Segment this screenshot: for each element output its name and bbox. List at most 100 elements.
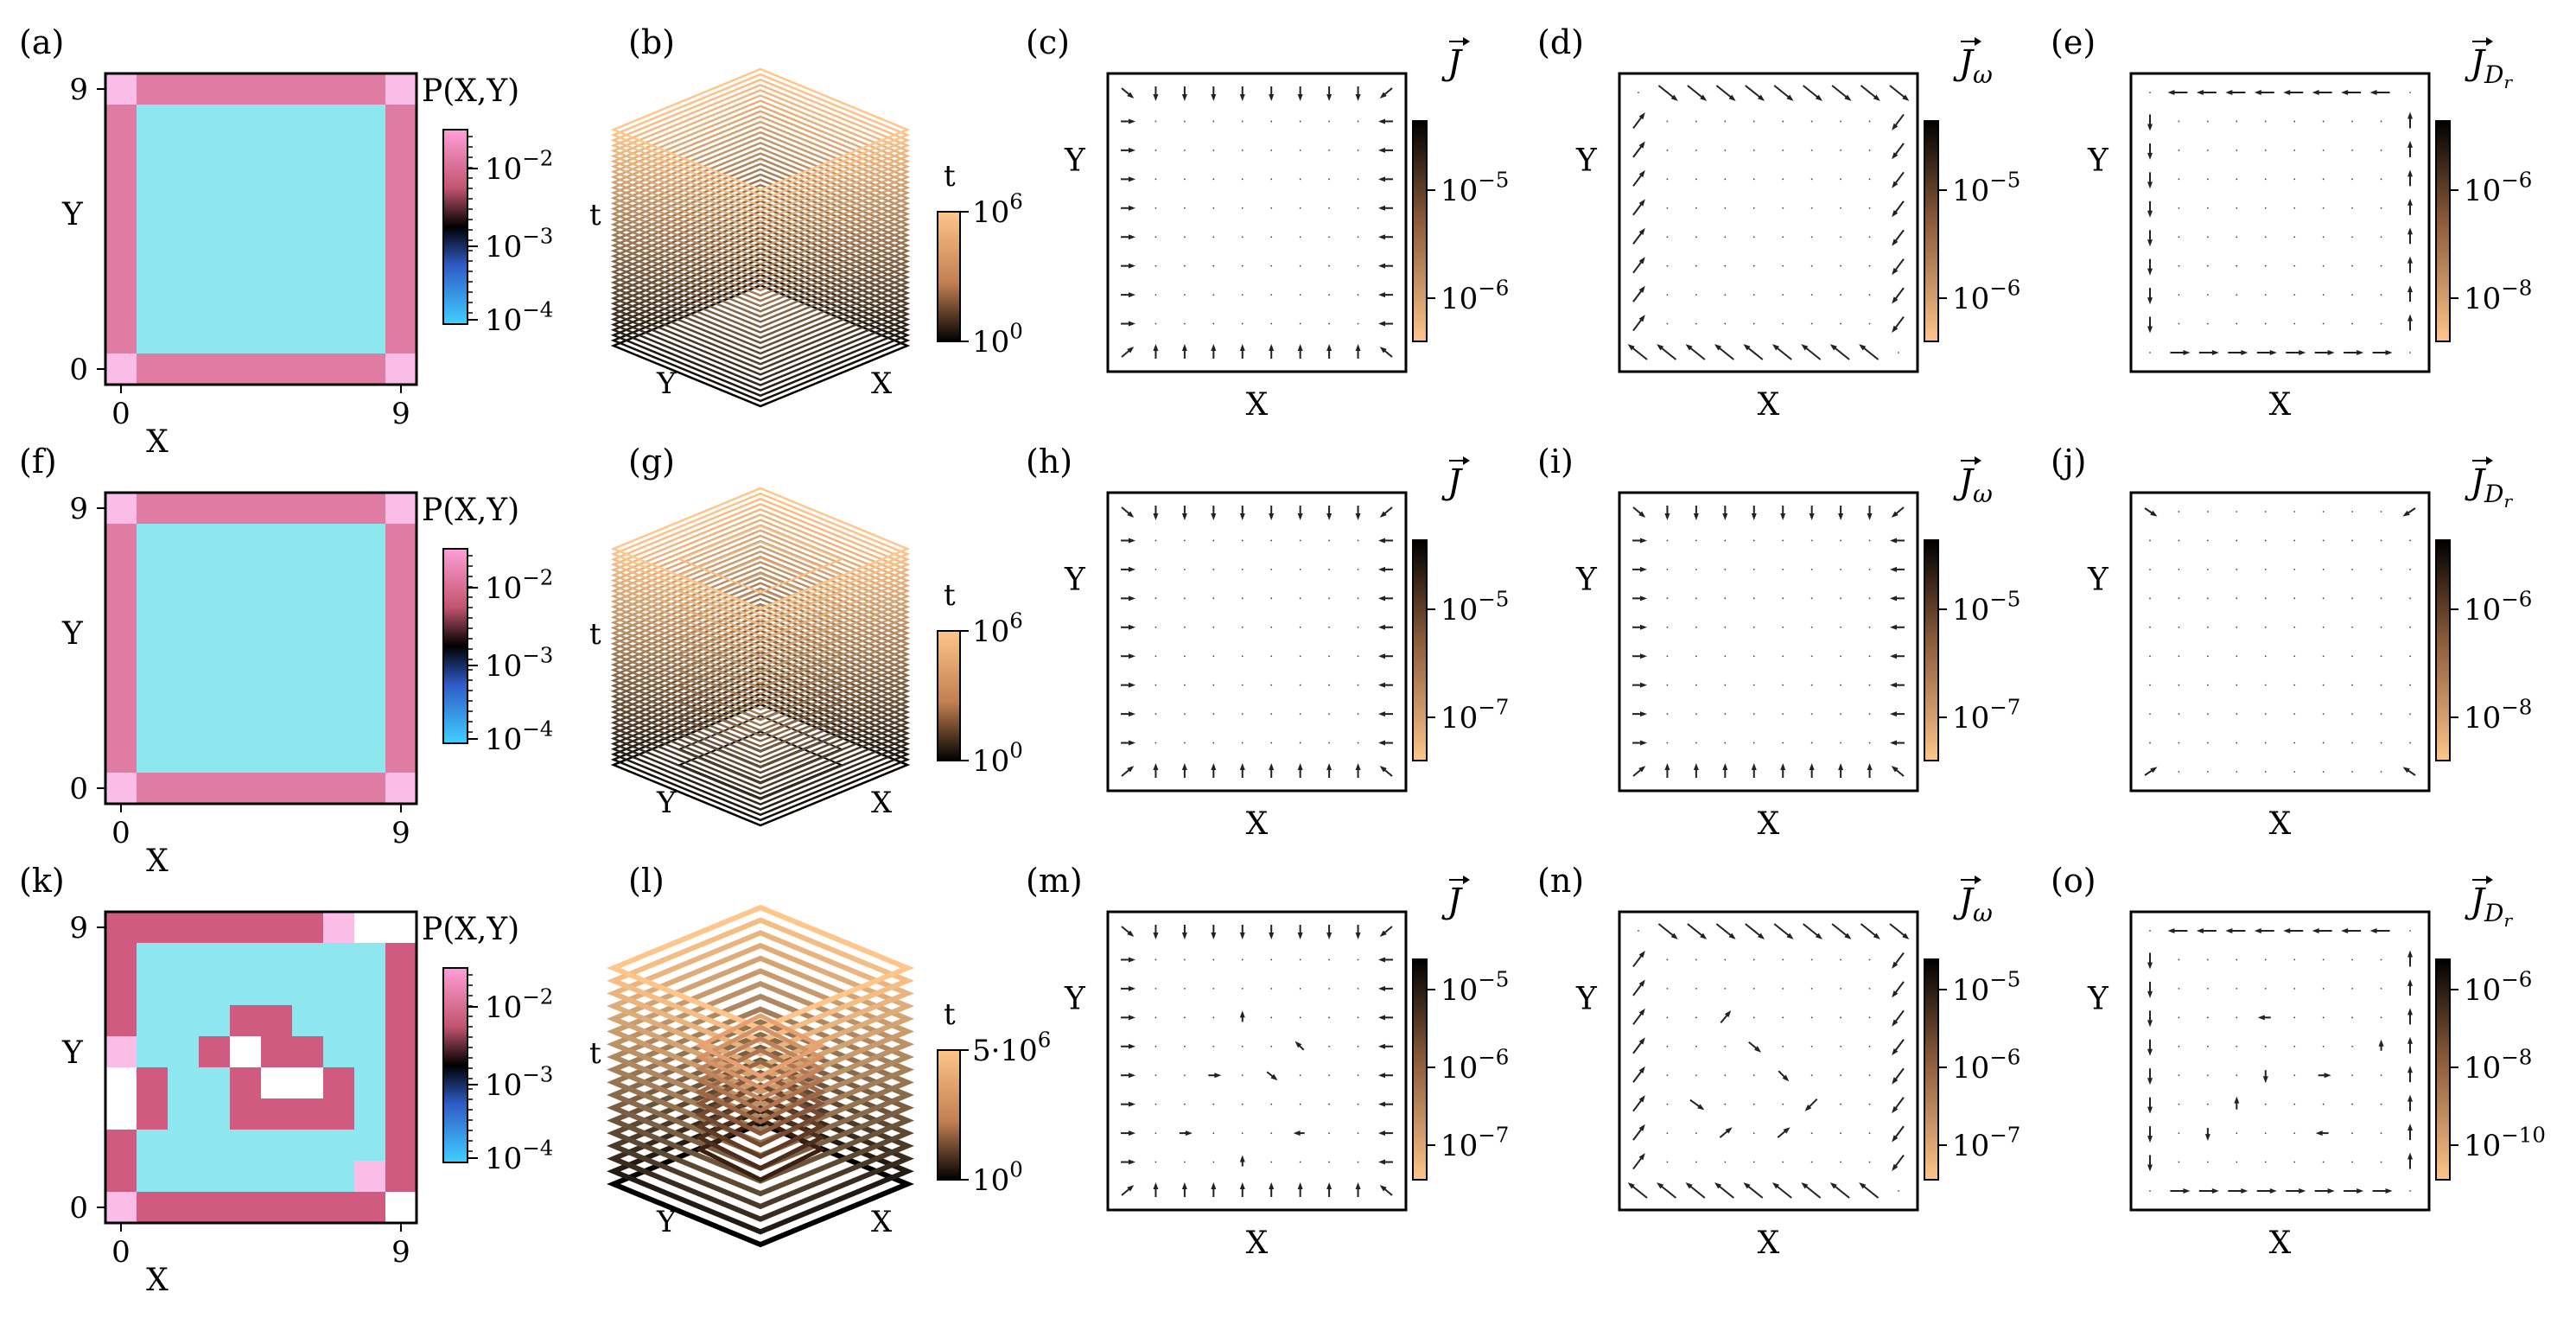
quiver-dot	[1666, 207, 1669, 209]
quiver-dot	[1840, 597, 1842, 600]
quiver-dot	[1724, 684, 1727, 686]
quiver-dot	[2178, 987, 2180, 990]
quiver-arrowhead	[2241, 350, 2248, 355]
quiver-dot	[2264, 568, 2267, 570]
quiver-dot	[2178, 149, 2180, 151]
heatmap-cell	[199, 742, 231, 774]
quiver-dot	[1868, 626, 1871, 628]
heatmap-cell	[137, 1161, 169, 1193]
quiver-dot	[1724, 742, 1727, 744]
quiver-dot	[1840, 1103, 1842, 1105]
quiver-arrowhead	[1181, 933, 1187, 939]
quiver-arrowhead	[2257, 1015, 2265, 1021]
heatmap-cell	[385, 912, 417, 944]
quiver-arrowhead	[1657, 1182, 1664, 1189]
quiver-arrowhead	[1728, 933, 1736, 939]
quiver-dot	[1212, 684, 1215, 686]
quiver-dot	[2322, 236, 2325, 239]
quiver-arrowhead	[1640, 566, 1647, 572]
quiver-arrowhead	[2407, 978, 2413, 986]
quiver-arrowhead	[1239, 763, 1245, 770]
quiver-dot	[1183, 987, 1186, 990]
vector-arrowhead-icon	[1463, 37, 1470, 46]
quiver-arrowhead	[2211, 350, 2219, 355]
quiver-dot	[2380, 626, 2382, 628]
quiver-dot	[2322, 294, 2325, 296]
trajectory-tower-layer	[695, 1013, 826, 1079]
heatmap-cell	[105, 1036, 137, 1068]
quiver-dot	[2206, 511, 2209, 513]
colorbar	[1412, 539, 1428, 761]
y-axis-label: Y	[656, 1205, 677, 1239]
trajectory-layer	[610, 534, 911, 659]
quiver-arrowhead	[1892, 1019, 1899, 1027]
trajectory-layer	[610, 183, 911, 308]
quiver-dot	[1695, 626, 1697, 628]
trajectory-layer	[610, 105, 911, 229]
quiver-arrowhead	[1378, 205, 1385, 211]
trajectory-inner-layer	[677, 525, 844, 594]
y-axis-label: Y	[1575, 143, 1598, 179]
quiver-dot	[1212, 236, 1215, 239]
quiver-dot	[2293, 958, 2296, 961]
quiver-dot	[2293, 568, 2296, 570]
heatmap-cell	[385, 229, 417, 261]
trajectory-layer	[610, 566, 911, 690]
colorbar-tick-label: 10−2	[485, 565, 553, 606]
quiver-dot	[1357, 742, 1359, 744]
trajectory-layer	[610, 205, 911, 328]
heatmap-cell	[261, 1130, 293, 1162]
quiver-dot	[1183, 568, 1186, 570]
quiver-arrowhead	[1378, 1043, 1385, 1049]
heatmap-cell	[137, 1098, 169, 1130]
x-axis-label: X	[146, 1263, 169, 1298]
trajectory-layer	[610, 194, 911, 318]
heatmap-cell	[105, 322, 137, 354]
heatmap-cell	[354, 586, 386, 618]
y-axis-label: Y	[2087, 982, 2109, 1017]
quiver-dot	[2409, 930, 2411, 932]
quiver-dot	[1270, 120, 1273, 123]
quiver-dot	[1752, 958, 1755, 961]
heatmap-cell	[323, 353, 355, 385]
heatmap-cell	[105, 1192, 137, 1224]
quiver-arrowhead	[1129, 740, 1135, 746]
quiver-arrowhead	[1638, 1153, 1645, 1161]
x-axis-label: X	[146, 844, 169, 879]
quiver-dot	[2351, 120, 2354, 123]
trajectory-layer	[610, 619, 911, 742]
quiver-dot	[2264, 1132, 2267, 1135]
heatmap-cell	[292, 710, 324, 742]
quiver-dot	[1183, 178, 1186, 181]
heatmap-cell	[137, 260, 169, 292]
quiver-arrowhead	[1771, 1182, 1780, 1189]
quiver-arrowhead	[1638, 1124, 1645, 1131]
quiver-dot	[2293, 264, 2296, 267]
heatmap-cell	[105, 943, 137, 975]
trajectory-layer	[610, 561, 911, 684]
quiver-dot	[1724, 1103, 1727, 1105]
quiver-dot	[1212, 178, 1215, 181]
quiver-arrowhead	[1638, 169, 1645, 178]
quiver-dot	[1724, 597, 1727, 600]
heatmap-cell	[385, 1067, 417, 1099]
quiver-dot	[2236, 178, 2238, 181]
quiver-dot	[1299, 958, 1301, 961]
field-title: J	[1441, 882, 1463, 921]
quiver-dot	[1868, 264, 1871, 267]
quiver-arrowhead	[1892, 961, 1899, 969]
quiver-arrowhead	[1379, 1185, 1387, 1192]
quiver-dot	[1810, 1016, 1813, 1019]
quiver-arrowhead	[1638, 1037, 1645, 1045]
quiver-arrowhead	[1270, 1073, 1278, 1081]
quiver-dot	[2206, 771, 2209, 773]
quiver-dot	[1724, 149, 1727, 151]
quiver-arrowhead	[1378, 118, 1385, 124]
trajectory-layer	[610, 278, 911, 403]
quiver-dot	[1328, 655, 1331, 658]
